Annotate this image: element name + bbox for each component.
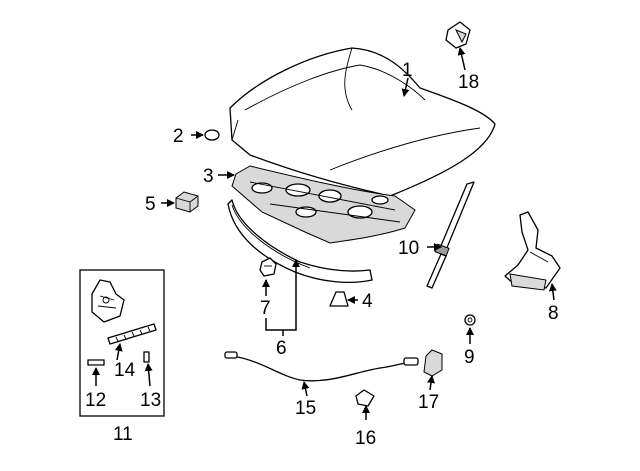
callout-10: 10 (398, 238, 419, 259)
callout-4: 4 (362, 291, 373, 312)
latch-bolt (87, 359, 105, 366)
callout-15: 15 (295, 398, 316, 419)
hood-inner-frame (231, 165, 416, 244)
release-cable (224, 351, 419, 382)
hood-hinge (504, 211, 561, 291)
callout-16: 16 (355, 428, 376, 449)
latch-spring (107, 323, 157, 345)
callout-18: 18 (458, 72, 479, 93)
callout-5: 5 (145, 194, 156, 215)
callout-8: 8 (548, 303, 559, 324)
callout-13: 13 (140, 390, 161, 411)
callout-14: 14 (114, 360, 136, 381)
cable-clip (355, 389, 375, 407)
callout-11: 11 (113, 424, 133, 445)
hood-bumper (175, 191, 199, 213)
bolt (464, 314, 476, 326)
lift-support (426, 181, 475, 289)
callout-9: 9 (464, 347, 475, 368)
release-handle (423, 349, 443, 377)
callout-7: 7 (260, 298, 271, 319)
hood-panel (229, 47, 496, 197)
callout-1: 1 (402, 60, 413, 81)
callout-2: 2 (173, 126, 184, 147)
leader-lines (92, 47, 557, 420)
stay-clip (445, 21, 471, 49)
callout-17: 17 (418, 392, 439, 413)
callout-6: 6 (276, 338, 287, 359)
latch-pin (143, 351, 150, 363)
callout-12: 12 (85, 390, 106, 411)
latch-group-box (79, 269, 165, 417)
cushion (329, 291, 349, 307)
grommet (204, 129, 220, 141)
clip (259, 257, 277, 277)
hood-latch (91, 279, 125, 323)
callout-3: 3 (203, 166, 214, 187)
